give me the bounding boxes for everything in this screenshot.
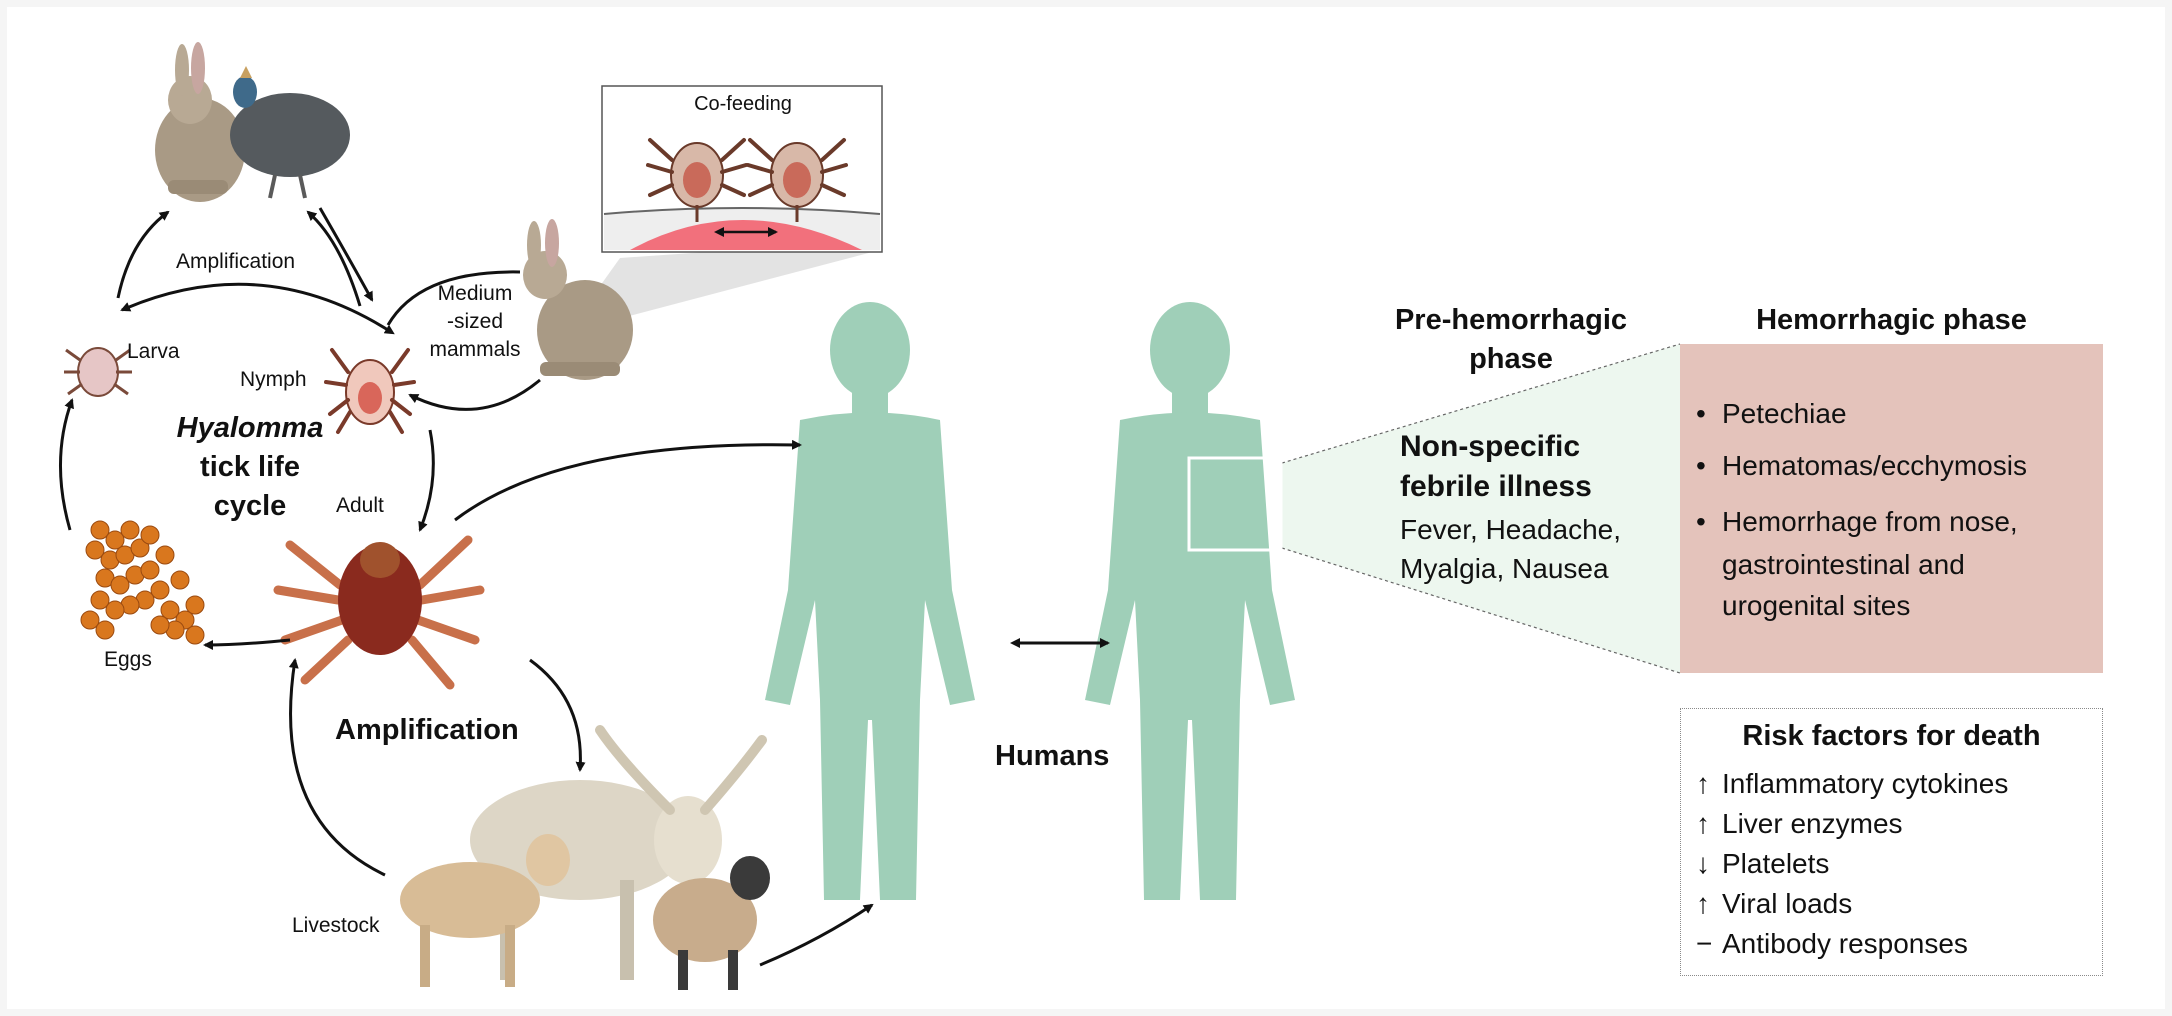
pre-symptoms-1: Fever, Headache, [1400, 514, 1621, 546]
hem-item-text: Hematomas/ecchymosis [1722, 450, 2027, 481]
hem-item: •Hematomas/ecchymosis [1696, 450, 2027, 482]
risk-symbol: ↑ [1696, 808, 1722, 840]
risk-text: Viral loads [1722, 888, 1852, 919]
pre-subtitle-2: febrile illness [1400, 470, 1592, 504]
bullet: • [1696, 450, 1722, 482]
hem-item: •Petechiae [1696, 398, 1847, 430]
larva-label: Larva [127, 340, 180, 364]
pre-phase-title-1: Pre-hemorrhagic [1366, 304, 1656, 337]
amplification-bottom-label: Amplification [335, 714, 519, 747]
risk-item: ↑Viral loads [1696, 888, 1852, 920]
risk-item: ↓Platelets [1696, 848, 1829, 880]
risk-item: ↑Inflammatory cytokines [1696, 768, 2008, 800]
amplification-top-label: Amplification [176, 250, 295, 274]
cofeeding-inset [590, 86, 882, 325]
human-right-icon [1085, 302, 1295, 900]
pre-subtitle-1: Non-specific [1400, 430, 1580, 464]
hem-item-continued: gastrointestinal and [1722, 549, 1965, 581]
risk-item: −Antibody responses [1696, 928, 1968, 960]
risk-symbol: ↓ [1696, 848, 1722, 880]
hem-item-text: Petechiae [1722, 398, 1847, 429]
risk-text: Inflammatory cytokines [1722, 768, 2008, 799]
cycle-title-line-3: cycle [150, 490, 350, 523]
bullet: • [1696, 506, 1722, 538]
risk-symbol: − [1696, 928, 1722, 960]
humans-label: Humans [995, 740, 1109, 773]
human-left-icon [765, 302, 975, 900]
eggs-icon [81, 521, 204, 644]
eggs-label: Eggs [104, 648, 152, 672]
cycle-title-line-2: tick life [150, 451, 350, 484]
inset-title: Co-feeding [678, 93, 808, 116]
hem-item-continued: urogenital sites [1722, 590, 1910, 622]
risk-title: Risk factors for death [1680, 720, 2103, 753]
bullet: • [1696, 398, 1722, 430]
medium-mammals-label-3: mammals [420, 338, 530, 362]
nymph-label: Nymph [240, 368, 307, 392]
rabbit-top-icon [155, 42, 245, 202]
zoom-wedge [1282, 344, 1680, 673]
risk-symbol: ↑ [1696, 768, 1722, 800]
pre-symptoms-2: Myalgia, Nausea [1400, 553, 1609, 585]
hem-item: •Hemorrhage from nose, [1696, 506, 2018, 538]
guinea-fowl-icon [230, 66, 350, 198]
adult-tick-icon [278, 540, 480, 685]
risk-text: Liver enzymes [1722, 808, 1903, 839]
cycle-title-italic: Hyalomma [150, 412, 350, 445]
hem-phase-title: Hemorrhagic phase [1680, 304, 2103, 337]
risk-text: Antibody responses [1722, 928, 1968, 959]
risk-text: Platelets [1722, 848, 1829, 879]
risk-symbol: ↑ [1696, 888, 1722, 920]
medium-mammals-label-1: Medium [420, 282, 530, 306]
livestock-label: Livestock [292, 914, 380, 938]
risk-item: ↑Liver enzymes [1696, 808, 1903, 840]
pre-phase-title-2: phase [1366, 343, 1656, 376]
medium-mammals-label-2: -sized [420, 310, 530, 334]
larva-icon [64, 348, 132, 396]
hem-item-text: Hemorrhage from nose, [1722, 506, 2018, 537]
